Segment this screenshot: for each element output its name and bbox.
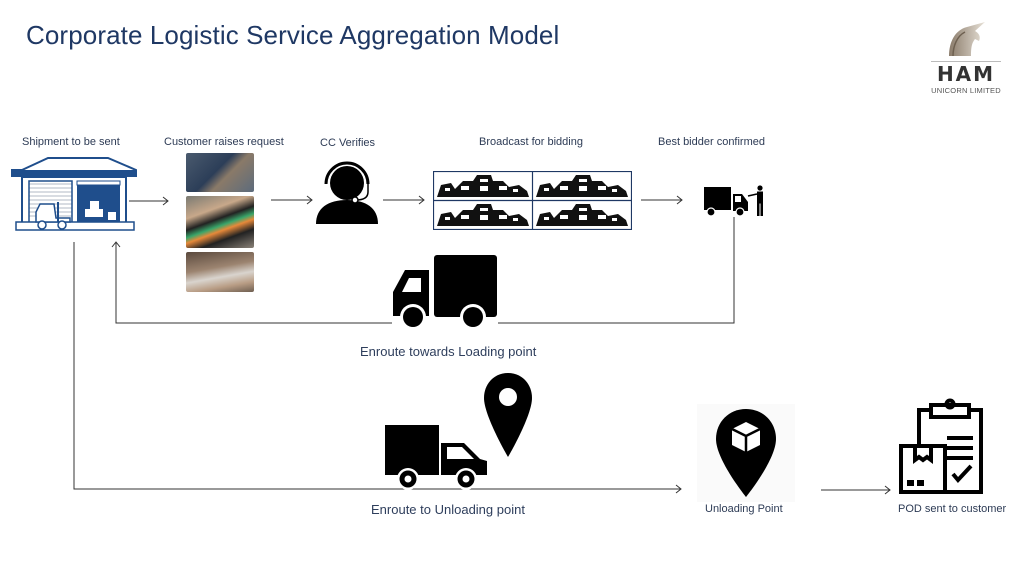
step-label-broadcast: Broadcast for bidding <box>479 136 583 148</box>
arrowhead <box>111 241 121 248</box>
arrowhead <box>162 196 169 206</box>
truck-fleet-grid <box>433 171 632 230</box>
route-shipment-to-unloading <box>73 242 681 490</box>
arrowhead <box>675 484 682 494</box>
page-title: Corporate Logistic Service Aggregation M… <box>26 20 560 50</box>
logo-subtitle: UNICORN LIMITED <box>931 86 1001 95</box>
photo-phone-call <box>186 153 254 192</box>
truck-and-location-pin-icon <box>385 373 532 490</box>
warehouse-forklift-icon <box>11 157 137 231</box>
step-label-pod: POD sent to customer <box>898 503 1007 515</box>
truck-fleet-icon <box>437 175 529 197</box>
headset-agent-icon <box>316 161 378 224</box>
truck-with-person-icon <box>704 185 763 217</box>
arrowhead <box>884 485 891 495</box>
loop-bidder-to-shipment <box>498 217 735 324</box>
arrowhead <box>418 195 425 205</box>
arrowhead <box>306 195 313 205</box>
step-label-unloading: Unloading Point <box>705 503 783 515</box>
clipboard-box-check-icon <box>899 398 983 494</box>
step-label-request: Customer raises request <box>164 136 284 148</box>
step-label-enroute-loading: Enroute towards Loading point <box>360 344 537 359</box>
step-label-bidder: Best bidder confirmed <box>658 136 765 148</box>
box-truck-icon <box>393 255 497 330</box>
step-label-enroute-unloading: Enroute to Unloading point <box>371 502 525 517</box>
company-logo: HAM UNICORN LIMITED <box>926 22 1006 95</box>
step-label-verify: CC Verifies <box>320 137 376 149</box>
logo-name: HAM <box>931 61 1001 84</box>
photo-mobile-app <box>186 196 254 248</box>
unicorn-head-icon <box>949 22 985 57</box>
arrowhead <box>676 195 683 205</box>
location-pin-box-icon <box>716 409 776 497</box>
photo-computer-mouse <box>186 252 254 292</box>
step-label-shipment: Shipment to be sent <box>22 136 120 148</box>
loop-bidder-to-shipment-left <box>115 242 392 324</box>
